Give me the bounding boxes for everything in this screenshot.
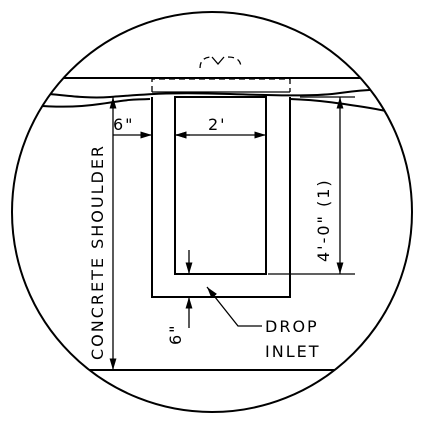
grate-handle-break <box>211 56 225 65</box>
wall-thickness-top-label: 6" <box>113 115 135 134</box>
ground-line-upper <box>12 88 412 99</box>
detail-circle <box>11 11 413 413</box>
inner-width-label: 2' <box>208 115 227 134</box>
grate-outline <box>151 78 291 92</box>
ground-line-lower <box>12 98 151 108</box>
inlet-inner-wall <box>174 96 267 275</box>
ground-line-right <box>289 98 412 121</box>
drop-inlet-leader <box>206 286 262 327</box>
grate-handle <box>199 56 242 69</box>
drop-inlet-label-line2: INLET <box>265 342 320 361</box>
inlet-outer-wall <box>151 97 291 298</box>
depth-label: 4'-0" (1) <box>314 178 333 262</box>
concrete-shoulder-label: CONCRETE SHOULDER <box>88 144 107 360</box>
drop-inlet-label-line1: DROP <box>265 317 319 336</box>
wall-thickness-bottom-label: 6" <box>166 323 185 345</box>
